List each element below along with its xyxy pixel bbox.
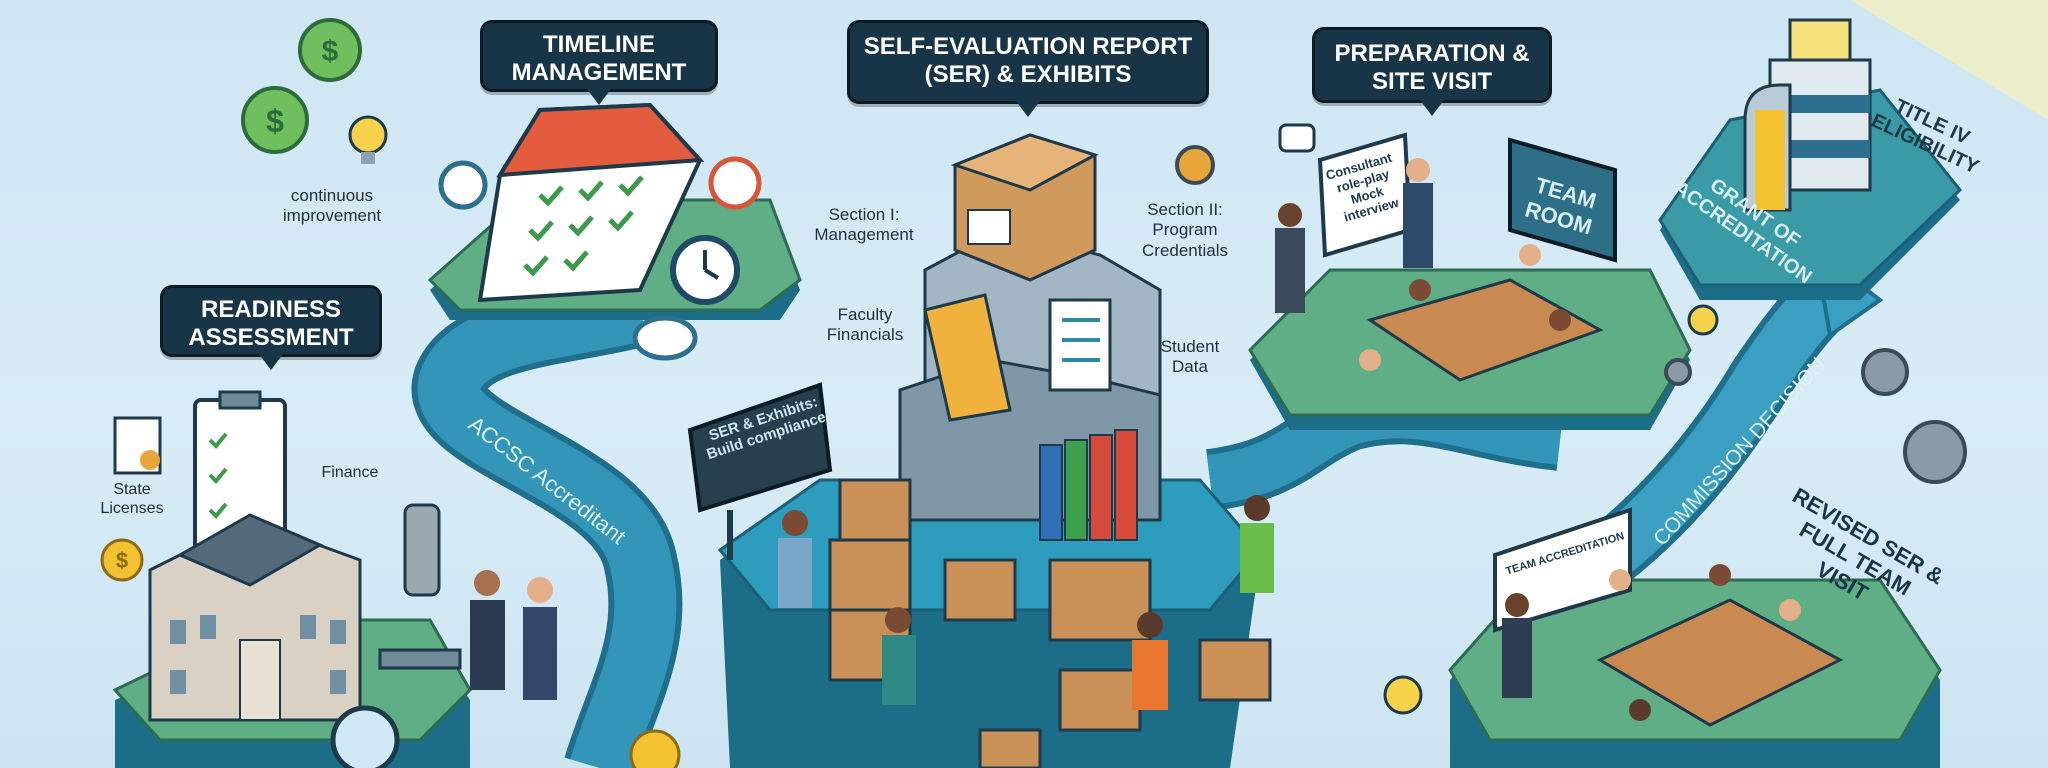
calendar-icon	[477, 102, 705, 303]
preparation-site-visit-title: PREPARATION & SITE VISIT	[1334, 40, 1530, 95]
lightbulb-icon	[348, 115, 1719, 715]
preparation-site-visit-bubble: PREPARATION & SITE VISIT	[1312, 27, 1552, 116]
readiness-assessment-bubble: READINESS ASSESSMENT	[160, 285, 382, 370]
timeline-management-title: TIMELINE MANAGEMENT	[511, 31, 687, 86]
ser-bubble: SELF-EVALUATION REPORT (SER) & EXHIBITS	[847, 20, 1209, 117]
meeting-table	[1366, 278, 1604, 382]
prep-people	[1275, 158, 1571, 371]
gear-icon	[1175, 145, 1967, 484]
finance-label: Finance	[321, 464, 379, 481]
ser-stack	[898, 133, 1162, 541]
ser-sign-board	[687, 382, 833, 560]
beacon-tower	[1743, 0, 2048, 212]
revised-table	[1596, 598, 1844, 727]
handshake-people	[470, 570, 557, 700]
state-licenses-label: State Licenses	[100, 481, 164, 518]
presentation-screen	[1493, 507, 1632, 633]
section-2-label: Section II: Program Credentials	[1142, 200, 1228, 260]
timeline-management-bubble: TIMELINE MANAGEMENT	[480, 20, 718, 105]
revised-people	[1502, 564, 1801, 721]
svg-text:$: $	[266, 103, 284, 139]
faculty-financials-label: Faculty Financials	[826, 305, 904, 345]
ser-title: SELF-EVALUATION REPORT (SER) & EXHIBITS	[863, 33, 1193, 88]
section-1-label: Section I: Management	[814, 205, 914, 245]
student-data-label: Student Data	[1160, 337, 1220, 377]
readiness-assessment-title: READINESS ASSESSMENT	[188, 296, 354, 351]
svg-text:$: $	[116, 548, 128, 573]
team-room-sign	[1508, 137, 1617, 263]
microscope-icon	[378, 503, 462, 670]
svg-text:$: $	[322, 35, 339, 68]
ser-workers	[778, 495, 1274, 710]
magnifier-icon	[330, 705, 400, 768]
clipboard-icon	[113, 390, 287, 552]
chat-bubble-icon	[1278, 123, 1316, 153]
clock-icon	[438, 156, 762, 361]
continuous-improvement-label: continuous improvement	[282, 186, 382, 226]
coin-icon: $ $ $	[100, 18, 681, 768]
school-building	[148, 513, 362, 722]
